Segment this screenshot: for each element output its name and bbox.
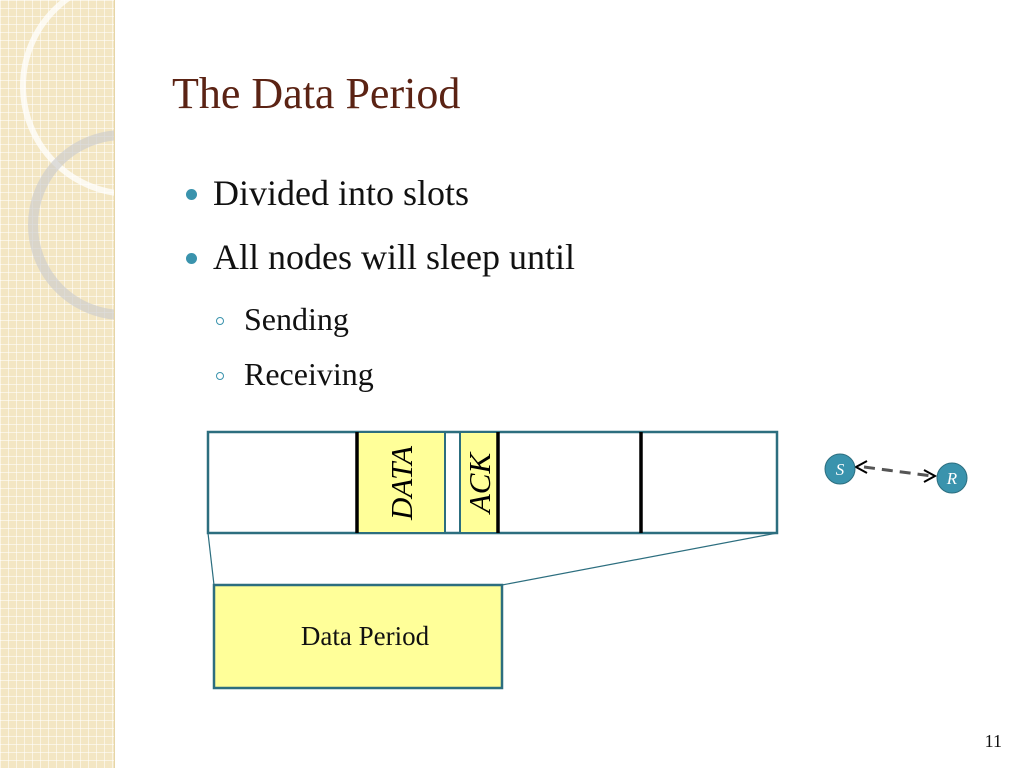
sub-bullet-circle-icon bbox=[216, 372, 224, 381]
bullet-dot-icon bbox=[186, 189, 197, 200]
bullet-item: Divided into slots bbox=[180, 172, 575, 215]
bullet-text: Divided into slots bbox=[213, 173, 470, 213]
sub-bullet-circle-icon bbox=[216, 317, 224, 325]
decorative-sidebar bbox=[0, 0, 115, 768]
link-line bbox=[863, 465, 933, 478]
receiver-node-label: R bbox=[946, 469, 958, 488]
sub-bullet-text: Receiving bbox=[244, 356, 374, 393]
bullet-dot-icon bbox=[186, 253, 197, 265]
ack-slot bbox=[460, 433, 498, 532]
sub-bullet-text: Sending bbox=[244, 301, 349, 337]
data-period-box bbox=[212, 583, 504, 690]
arrow-right-icon bbox=[923, 469, 938, 483]
sender-node bbox=[824, 453, 856, 485]
data-slot-label: DATA bbox=[384, 445, 419, 521]
zoom-line-right bbox=[501, 532, 778, 586]
data-period-label: Data Period bbox=[301, 621, 430, 651]
sub-bullet-list: Sending Receiving bbox=[216, 300, 374, 411]
data-slot bbox=[357, 433, 445, 532]
page-number: 11 bbox=[984, 731, 1002, 751]
sub-bullet-item: Receiving bbox=[216, 355, 374, 393]
arrow-left-icon bbox=[853, 460, 868, 474]
receiver-node bbox=[936, 462, 968, 494]
slide-title: The Data Period bbox=[172, 69, 461, 118]
bullet-item: All nodes will sleep until bbox=[180, 236, 575, 279]
bullet-list: Divided into slots All nodes will sleep … bbox=[180, 172, 575, 300]
sub-bullet-item: Sending bbox=[216, 300, 374, 338]
ack-slot-label: ACK bbox=[462, 451, 497, 516]
sender-node-label: S bbox=[836, 460, 845, 479]
bullet-text: All nodes will sleep until bbox=[213, 237, 575, 278]
zoom-line-left bbox=[207, 532, 215, 586]
